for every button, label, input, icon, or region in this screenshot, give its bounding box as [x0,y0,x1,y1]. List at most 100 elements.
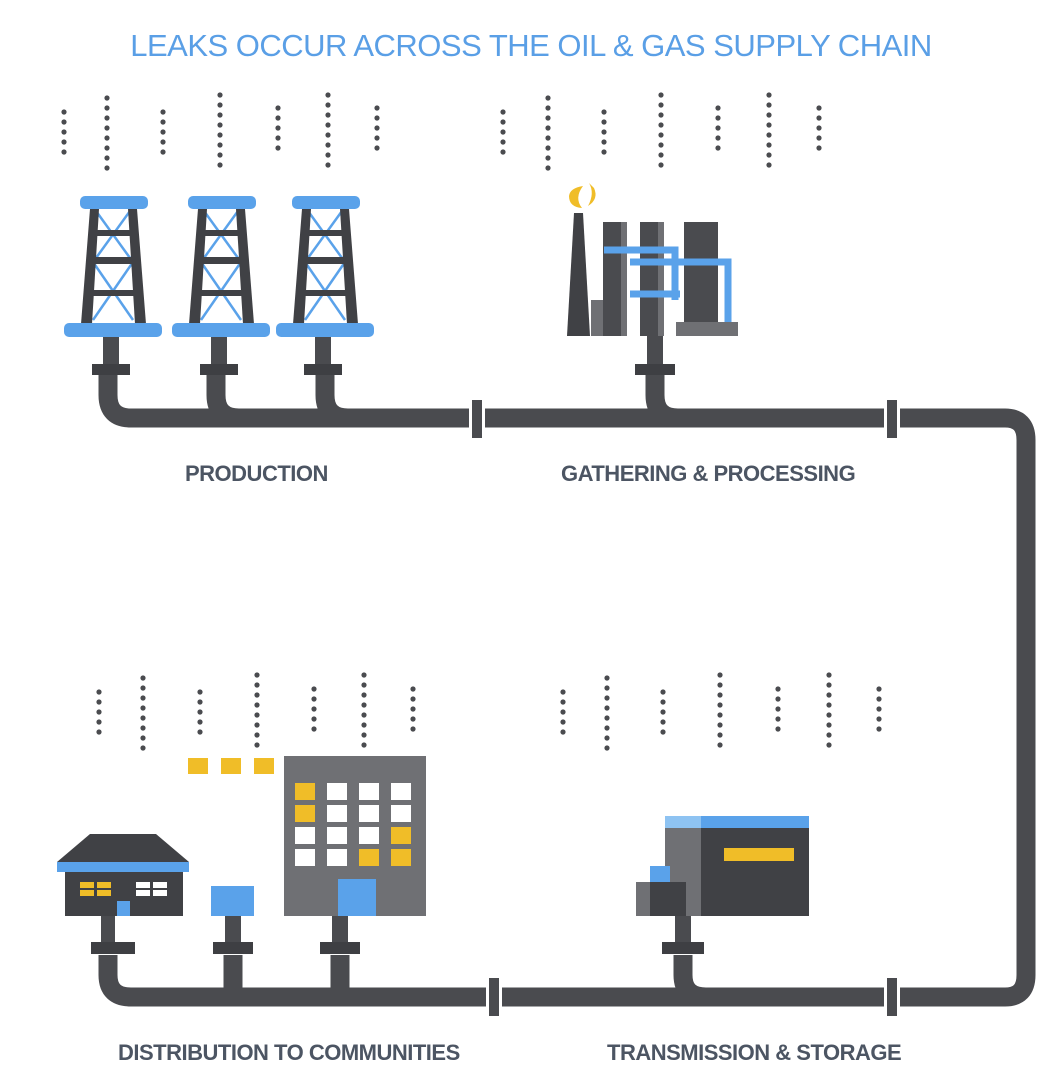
emission-dot [826,722,832,728]
emission-dot [361,702,367,708]
stage-label-gathering-processing: GATHERING & PROCESSING [561,461,856,486]
emission-dot [717,722,723,728]
emission-dot [545,135,551,141]
emission-dot [500,119,506,125]
emission-dot [275,115,281,121]
emission-dot [658,92,664,98]
emission-dot [658,122,664,128]
emission-dot [104,95,110,101]
emission-dot [826,702,832,708]
emission-dot [96,689,102,695]
emission-dot [601,139,607,145]
emission-dot [374,135,380,141]
emission-dot [601,109,607,115]
emission-dot [61,109,67,115]
emission-dot [410,696,416,702]
emission-dot [96,719,102,725]
emission-dot [217,112,223,118]
emission-dot [96,709,102,715]
emission-dot [545,115,551,121]
emission-dot [660,689,666,695]
emission-dot [160,149,166,155]
emission-dot [104,165,110,171]
emission-dot [717,742,723,748]
emission-dot [717,682,723,688]
emission-dot [658,102,664,108]
emission-dot [275,125,281,131]
emission-dot [104,115,110,121]
emission-dot [826,732,832,738]
emission-dot [766,132,772,138]
emission-dot [876,686,882,692]
emission-dot [775,706,781,712]
emission-dot [717,732,723,738]
emission-dot [816,135,822,141]
emission-dot [601,129,607,135]
emission-dot [826,742,832,748]
emission-dot [197,699,203,705]
office-building-icon [188,756,426,954]
emission-dot [601,149,607,155]
emission-dot [325,122,331,128]
emission-dot [275,135,281,141]
emission-dot [254,712,260,718]
emission-dot [604,715,610,721]
emission-dot [500,149,506,155]
emission-dot [500,129,506,135]
emission-dot [560,699,566,705]
emission-dot [197,709,203,715]
emission-dot [545,95,551,101]
emission-dot [715,145,721,151]
emission-dot [96,729,102,735]
emission-dot [197,719,203,725]
emission-dot [160,139,166,145]
emission-dot [217,152,223,158]
emission-dot [545,155,551,161]
emission-dot [325,92,331,98]
emission-dot [560,689,566,695]
emission-dot [140,725,146,731]
emission-dot [217,132,223,138]
emission-dot [254,682,260,688]
emission-dot [325,142,331,148]
emission-dot [604,685,610,691]
emission-dot [140,735,146,741]
stage-label-production: PRODUCTION [185,461,328,486]
emission-dot [311,686,317,692]
emission-dot [217,102,223,108]
emission-dot [545,145,551,151]
emission-dot [197,689,203,695]
emission-dot [61,139,67,145]
emission-dot [560,729,566,735]
emission-dot [217,92,223,98]
emission-dot [160,119,166,125]
emission-dot [766,142,772,148]
emission-dot [96,699,102,705]
emission-dot [500,109,506,115]
emission-dot [61,119,67,125]
oil-rig-icon [274,194,376,377]
emission-dot [140,745,146,751]
emission-dot [560,719,566,725]
emission-dot [816,105,822,111]
emission-dot [658,162,664,168]
emission-dot [325,102,331,108]
emission-dot [660,719,666,725]
emission-dot [604,695,610,701]
emission-dot [560,709,566,715]
emission-dot [104,125,110,131]
emission-dot [604,725,610,731]
emission-dot [876,696,882,702]
emission-dot [254,722,260,728]
emission-dot [254,702,260,708]
emission-dot [374,145,380,151]
emission-dot [766,162,772,168]
emission-dot [717,712,723,718]
emission-dot [311,716,317,722]
emission-dot [717,672,723,678]
emission-dot [254,672,260,678]
emission-dot [361,682,367,688]
emission-dot [104,145,110,151]
emission-dot [254,742,260,748]
emission-dot [658,132,664,138]
